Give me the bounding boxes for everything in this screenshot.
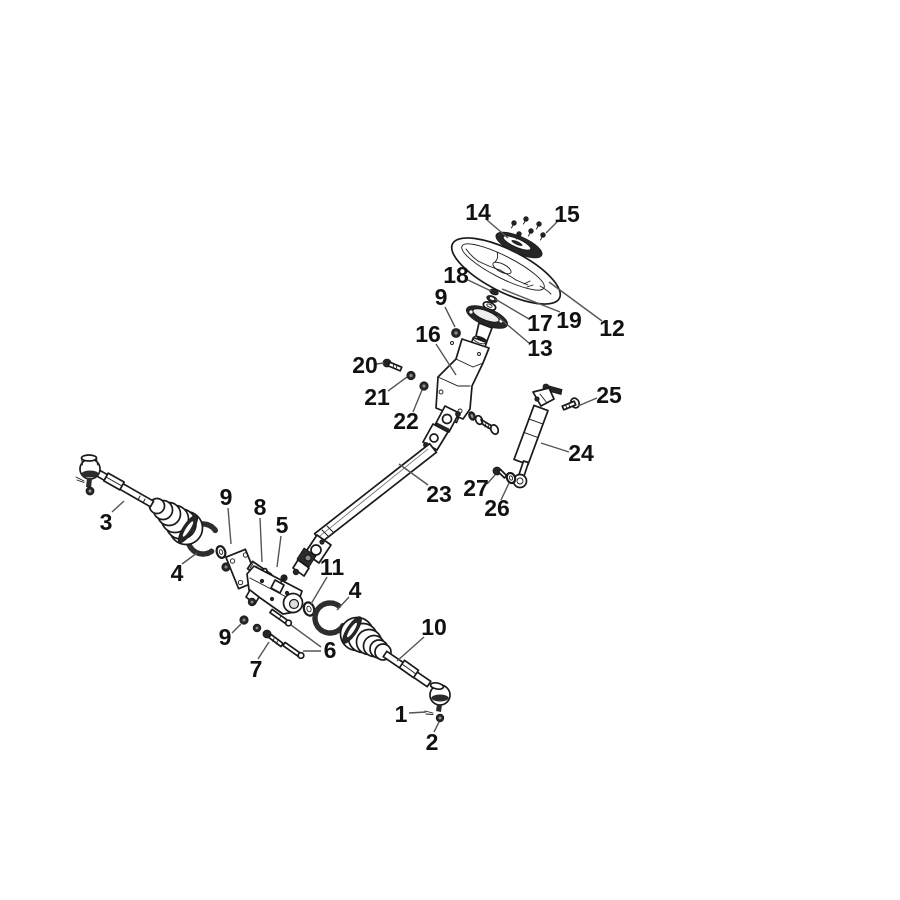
callout-22-24: 22 bbox=[393, 408, 419, 434]
callout-12-14: 12 bbox=[599, 315, 625, 341]
leader-line-27 bbox=[486, 474, 496, 485]
callout-20-22: 20 bbox=[352, 352, 378, 378]
callout-24-26: 24 bbox=[568, 440, 594, 466]
nut-9-top bbox=[451, 328, 461, 338]
leader-line-22 bbox=[412, 389, 423, 413]
leader-line-12 bbox=[548, 281, 603, 322]
bolt-25 bbox=[561, 397, 581, 411]
leader-line-3 bbox=[111, 500, 125, 513]
callout-9-11: 9 bbox=[219, 624, 232, 650]
leader-line-6 bbox=[290, 624, 322, 648]
callout-25-27: 25 bbox=[596, 382, 622, 408]
pin-6a bbox=[269, 608, 293, 627]
callout-16-18: 16 bbox=[415, 321, 441, 347]
leader-line-5 bbox=[276, 535, 282, 568]
leader-line-17 bbox=[494, 298, 530, 320]
leader-line-23 bbox=[398, 463, 429, 486]
callout-4-4: 4 bbox=[349, 577, 362, 603]
leader-line-9 bbox=[227, 507, 232, 545]
hub-screws bbox=[511, 216, 546, 241]
nut-22 bbox=[419, 381, 429, 391]
leader-line-9 bbox=[231, 623, 242, 634]
leader-line-25 bbox=[577, 397, 598, 407]
callout-9-9: 9 bbox=[435, 284, 448, 310]
cotter-pin-1 bbox=[424, 710, 434, 715]
callout-18-20: 18 bbox=[443, 262, 469, 288]
boot-right bbox=[339, 616, 392, 661]
leader-line-8 bbox=[259, 517, 263, 563]
leader-line-10 bbox=[396, 636, 425, 662]
bolt-20 bbox=[382, 358, 403, 372]
leader-line-14 bbox=[486, 219, 509, 239]
callout-15-17: 15 bbox=[554, 201, 580, 227]
callout-1-0: 1 bbox=[395, 701, 408, 727]
leader-line-20 bbox=[375, 362, 385, 365]
callout-10-12: 10 bbox=[421, 614, 447, 640]
callout-5-5: 5 bbox=[276, 512, 289, 538]
washer-26 bbox=[505, 471, 517, 485]
leader-line-18 bbox=[467, 279, 492, 292]
leader-line-26 bbox=[500, 482, 510, 501]
tie-rod-right bbox=[382, 650, 451, 712]
callout-23-25: 23 bbox=[426, 481, 452, 507]
pin-6b bbox=[282, 641, 305, 660]
gearbox-hardware bbox=[215, 545, 262, 633]
callout-14-16: 14 bbox=[465, 199, 491, 225]
leader-line-7 bbox=[257, 641, 270, 660]
leader-line-1 bbox=[408, 711, 427, 714]
callout-17-19: 17 bbox=[527, 310, 553, 336]
callout-11-13: 11 bbox=[320, 554, 345, 580]
bolt-27 bbox=[492, 466, 508, 479]
callout-26-28: 26 bbox=[484, 495, 510, 521]
callout-13-15: 13 bbox=[527, 335, 553, 361]
hub-cap bbox=[495, 231, 543, 259]
callout-8-8: 8 bbox=[254, 494, 267, 520]
bracket-bolt-washers bbox=[468, 411, 500, 435]
callout-9-10: 9 bbox=[220, 484, 233, 510]
leader-line-11 bbox=[310, 576, 328, 605]
boot-clamp-right bbox=[312, 600, 346, 636]
leader-line-13 bbox=[496, 315, 530, 344]
gearbox bbox=[225, 548, 304, 615]
leader-line-2 bbox=[433, 721, 440, 733]
nut-2 bbox=[435, 713, 445, 723]
boot-left bbox=[148, 497, 204, 546]
callout-21-23: 21 bbox=[364, 384, 390, 410]
washer-11 bbox=[302, 601, 316, 617]
callout-4-3: 4 bbox=[171, 560, 184, 586]
callout-7-7: 7 bbox=[250, 656, 263, 682]
leader-line-4 bbox=[181, 552, 198, 565]
column-bracket bbox=[435, 335, 490, 424]
leader-line-4 bbox=[336, 596, 350, 611]
leader-line-19 bbox=[501, 288, 561, 313]
leader-line-16 bbox=[435, 343, 457, 376]
leader-line-15 bbox=[545, 220, 559, 234]
callout-6-6: 6 bbox=[324, 637, 337, 663]
nut-21 bbox=[406, 370, 416, 381]
leader-line-21 bbox=[387, 376, 408, 392]
callout-2-1: 2 bbox=[426, 729, 439, 755]
tie-rod-left bbox=[75, 454, 155, 508]
callout-27-29: 27 bbox=[463, 475, 489, 501]
callout-19-21: 19 bbox=[556, 307, 582, 333]
u-joint-lower bbox=[292, 534, 332, 577]
intermediate-shaft bbox=[313, 442, 438, 544]
leader-line-24 bbox=[540, 442, 570, 453]
callout-3-2: 3 bbox=[100, 509, 113, 535]
steering-damper bbox=[512, 383, 563, 489]
washer-stack bbox=[482, 288, 499, 311]
bolt-7 bbox=[262, 629, 284, 648]
leader-line-9 bbox=[444, 306, 456, 328]
